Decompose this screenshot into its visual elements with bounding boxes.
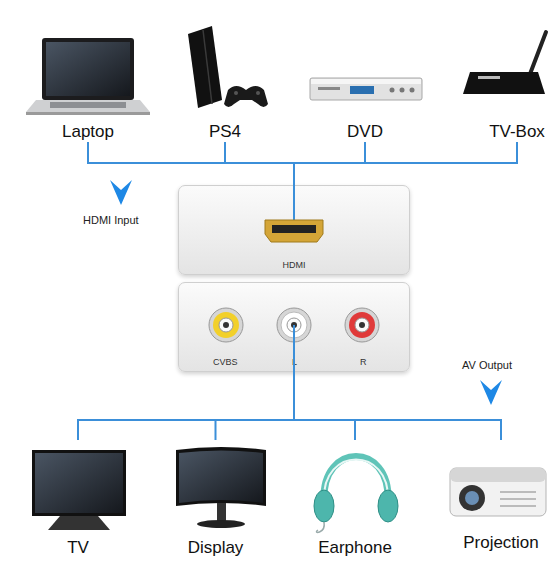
signal-line [88,142,294,185]
output-chevron [480,380,502,405]
source-device: DVD [305,65,425,142]
display-illustration [176,447,266,528]
device-label: TV-Box [487,122,547,142]
port-label: CVBS [213,357,238,368]
output-device: TV [28,440,128,558]
signal-line [294,372,355,440]
projector-illustration [450,468,546,516]
laptop-illustration [26,38,150,115]
input-chevron [110,180,132,205]
hdmi-panel: HDMI [178,185,410,275]
source-device: PS4 [180,25,270,142]
signal-line [294,372,501,440]
signal-line [78,372,294,440]
device-label: Display [186,538,246,558]
signal-line [294,142,365,185]
device-label: Laptop [60,122,116,142]
ps4-illustration [188,26,268,108]
source-device: Laptop [28,35,148,142]
port-label: HDMI [179,260,409,271]
device-label: DVD [345,122,385,142]
output-device: Projection [445,440,557,553]
direction-label: AV Output [462,359,512,372]
output-device: Display [168,440,263,558]
device-label: Earphone [316,538,394,558]
direction-label: HDMI Input [83,214,139,227]
av-panel: CVBS L R [178,282,410,372]
earphone-illustration [314,457,398,533]
device-label: TV [65,538,91,558]
signal-line [216,372,295,440]
port-label: L [292,357,297,368]
signal-line [225,142,294,185]
tv-box-illustration [463,32,546,94]
source-device: TV-Box [467,30,559,142]
device-label: PS4 [207,122,243,142]
port-label: R [360,357,367,368]
device-label: Projection [461,533,541,553]
tv-illustration [32,450,126,530]
dvd-player-illustration [310,78,422,100]
output-device: Earphone [305,440,405,558]
signal-line [294,142,517,185]
